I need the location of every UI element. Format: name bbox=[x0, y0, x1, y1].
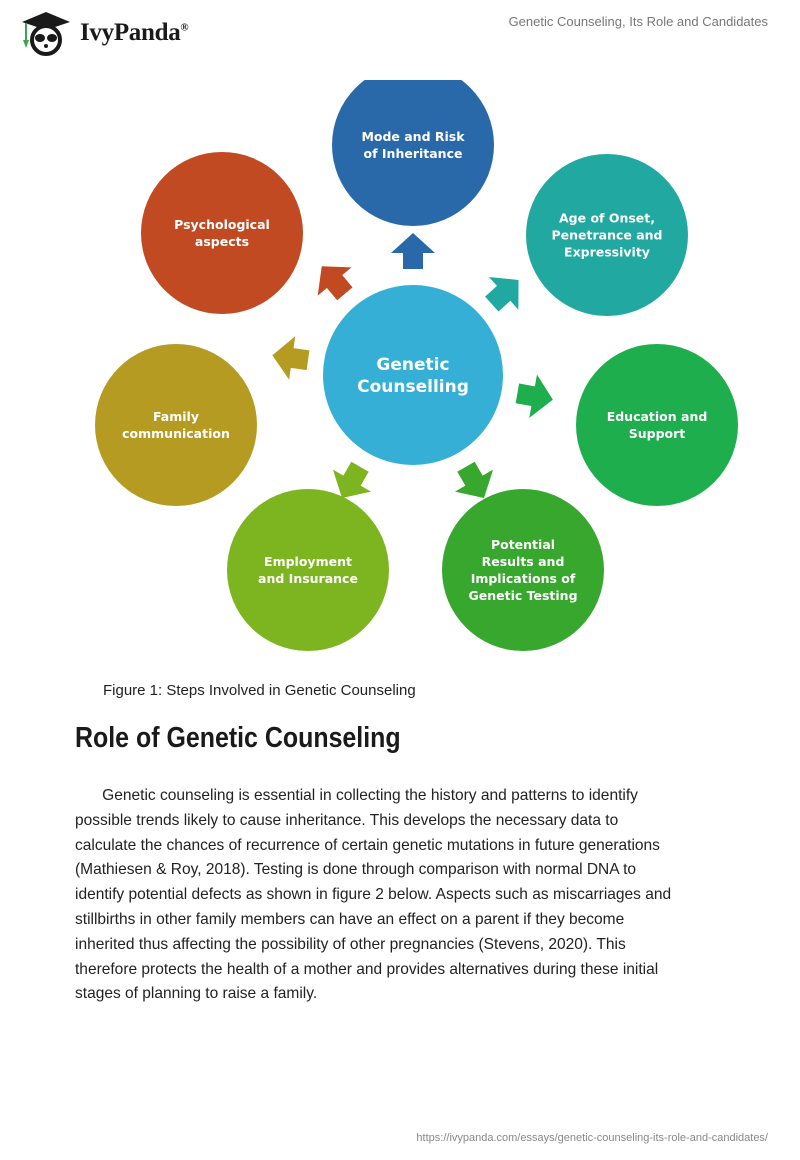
paragraph-line: identify potential defects as shown in f… bbox=[75, 886, 672, 904]
paragraph-line: stillbirths in other family members can … bbox=[75, 910, 625, 928]
center-node-label: Genetic bbox=[376, 355, 449, 375]
diagram-node: Psychological aspects bbox=[141, 152, 303, 314]
arrow-icon bbox=[317, 266, 353, 301]
paragraph-line: inherited thus affecting the possibility… bbox=[75, 935, 626, 953]
diagram-node-label: Education and bbox=[607, 409, 708, 424]
registered-mark: ® bbox=[180, 21, 189, 34]
diagram-node-label: and Insurance bbox=[258, 571, 358, 586]
paragraph-line: (Mathiesen & Roy, 2018). Testing is done… bbox=[75, 861, 637, 879]
diagram-node-label: Genetic Testing bbox=[468, 588, 577, 603]
paragraph-line: possible trends likely to cause inherita… bbox=[75, 811, 619, 829]
body-paragraph: Genetic counseling is essential in colle… bbox=[75, 784, 690, 1007]
center-node-label: Counselling bbox=[357, 377, 469, 397]
diagram-node-label: aspects bbox=[195, 234, 249, 249]
paragraph-line: stages of planning to raise a family. bbox=[75, 985, 318, 1003]
diagram-node-label: Implications of bbox=[471, 571, 576, 586]
ivypanda-logo[interactable]: IvyPanda® bbox=[18, 10, 189, 56]
paragraph-line: therefore protects the health of a mothe… bbox=[75, 960, 659, 978]
diagram-node: Family communication bbox=[95, 344, 257, 506]
arrow-icon bbox=[391, 233, 435, 269]
diagram-node-label: Employment bbox=[264, 554, 352, 569]
diagram-node-label: Penetrance and bbox=[551, 227, 662, 242]
diagram-node-label: Results and bbox=[482, 554, 565, 569]
diagram-node-label: Age of Onset, bbox=[559, 210, 655, 225]
figure-caption: Figure 1: Steps Involved in Genetic Coun… bbox=[103, 682, 416, 699]
diagram-node-label: communication bbox=[122, 426, 230, 441]
arrow-icon bbox=[454, 461, 494, 498]
diagram-node-label: Expressivity bbox=[564, 244, 650, 259]
arrow-icon bbox=[515, 374, 553, 418]
diagram-node-label: Family bbox=[153, 409, 199, 424]
logo-text: IvyPanda bbox=[80, 19, 181, 46]
arrow-icon bbox=[485, 277, 519, 312]
arrow-icon bbox=[272, 336, 310, 380]
paragraph-line: calculate the chances of recurrence of c… bbox=[75, 836, 660, 854]
diagram-node-label: Support bbox=[629, 426, 686, 441]
panda-graduate-icon bbox=[22, 12, 70, 56]
diagram-node: Mode and Risk of Inheritance bbox=[332, 80, 494, 226]
source-url[interactable]: https://ivypanda.com/essays/genetic-coun… bbox=[416, 1132, 768, 1144]
diagram-node-label: Potential bbox=[491, 537, 555, 552]
arrow-icon bbox=[332, 461, 372, 498]
diagram-node-label: Psychological bbox=[174, 217, 270, 232]
diagram-node-label: Mode and Risk bbox=[361, 129, 465, 144]
paragraph-line: Genetic counseling is essential in colle… bbox=[102, 787, 638, 804]
document-title: Genetic Counseling, Its Role and Candida… bbox=[508, 14, 768, 29]
section-heading: Role of Genetic Counseling bbox=[75, 722, 401, 754]
diagram-node-label: of Inheritance bbox=[364, 146, 463, 161]
diagram-node: Employment and Insurance bbox=[227, 489, 389, 651]
